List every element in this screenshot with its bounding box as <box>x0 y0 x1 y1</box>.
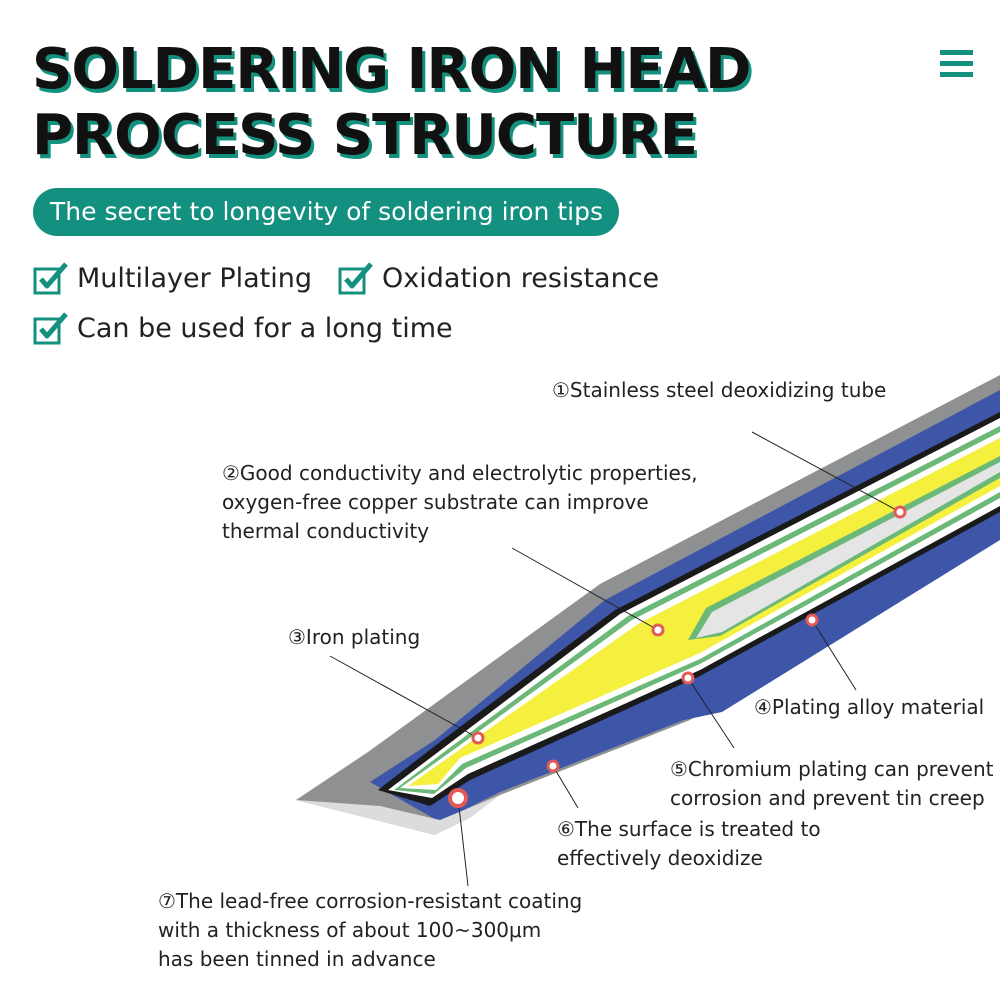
markers <box>448 505 907 808</box>
callout-stainless-steel-tube: ①Stainless steel deoxidizing tube <box>552 378 887 402</box>
hamburger-menu-icon[interactable] <box>940 50 976 80</box>
callout-copper-substrate: ②Good conductivity and electrolytic prop… <box>222 461 698 543</box>
checkbox-check-icon <box>33 312 68 345</box>
marker-6 <box>546 759 560 773</box>
subtitle-pill: The secret to longevity of soldering iro… <box>33 188 619 236</box>
checkbox-check-icon <box>338 262 373 295</box>
callout-surface-treatment: ⑥The surface is treated to effectively d… <box>557 817 821 870</box>
callout-iron-plating: ③Iron plating <box>288 625 421 649</box>
marker-5 <box>681 671 695 685</box>
title-line-1: SOLDERING IRON HEAD <box>32 37 752 102</box>
marker-7 <box>448 788 468 808</box>
feature-long-time-use: Can be used for a long time <box>33 310 453 346</box>
marker-2 <box>651 623 665 637</box>
leader-lines <box>329 431 901 887</box>
callout-chromium-plating: ⑤Chromium plating can prevent corrosion … <box>670 757 994 810</box>
marker-4 <box>805 613 819 627</box>
title-line-2: PROCESS STRUCTURE <box>32 103 698 168</box>
marker-1 <box>893 505 907 519</box>
feature-label: Multilayer Plating <box>77 262 312 294</box>
tip-layers <box>296 375 1000 835</box>
callout-plating-alloy: ④Plating alloy material <box>754 695 985 719</box>
marker-3 <box>471 731 485 745</box>
feature-oxidation-resistance: Oxidation resistance <box>338 260 659 296</box>
steel-tube <box>696 462 1000 638</box>
feature-label: Oxidation resistance <box>382 262 660 294</box>
checkbox-check-icon <box>33 262 68 295</box>
callout-lead-free-coating: ⑦The lead-free corrosion-resistant coati… <box>158 889 583 971</box>
feature-multilayer-plating: Multilayer Plating <box>33 260 312 296</box>
tip-edge <box>296 795 500 835</box>
feature-label: Can be used for a long time <box>77 312 453 344</box>
